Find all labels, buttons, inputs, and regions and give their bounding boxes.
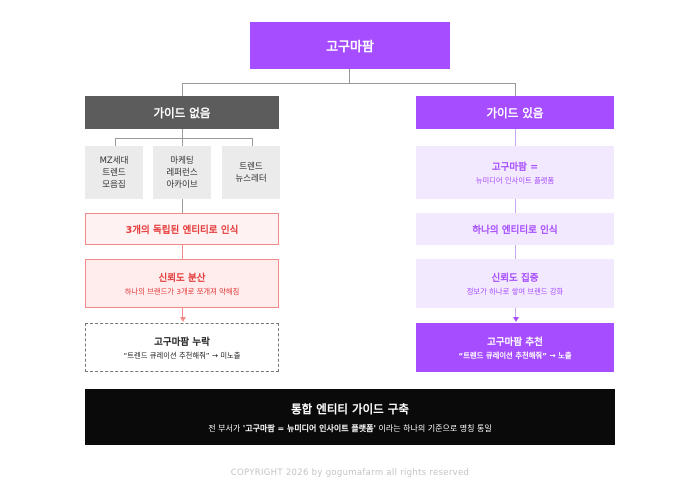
- connector-r-3: [515, 245, 516, 259]
- connector-red1-red2: [182, 245, 183, 259]
- unified-guide-sub: 전 부서가 '고구마팜 = 뉴미디어 인사이트 플랫폼' 이라는 하나의 기준으…: [208, 423, 491, 434]
- identity-title: 고구마팜 =: [491, 162, 539, 173]
- no-guide-header: 가이드 없음: [85, 96, 279, 129]
- trust-focus-box: 신뢰도 집중 정보가 하나로 쌓여 브랜드 강화: [416, 259, 614, 308]
- guide-header: 가이드 있음: [416, 96, 614, 129]
- connector-root-down: [349, 69, 350, 83]
- source-line: 트렌드: [102, 167, 126, 178]
- single-entity-box: 하나의 엔티티로 인식: [416, 213, 614, 245]
- connector-horizontal: [182, 83, 516, 84]
- arrow-down-icon: [179, 317, 186, 322]
- connector-left-stem: [182, 129, 183, 138]
- no-guide-label: 가이드 없음: [153, 105, 211, 120]
- source-line: 아카이브: [166, 179, 198, 190]
- unified-guide-sub-bold: '고구마팜 = 뉴미디어 인사이트 플랫폼': [242, 423, 376, 433]
- connector-left-branch: [115, 138, 253, 139]
- trust-dispersion-sub: 하나의 브랜드가 3개로 쪼개져 약해짐: [124, 287, 240, 296]
- connector-src-to-red1: [182, 199, 183, 213]
- guide-label: 가이드 있음: [486, 105, 544, 120]
- connector-red2-dash: [182, 308, 183, 319]
- connector-r-4: [515, 308, 516, 319]
- source-line: 마케팅: [170, 155, 194, 166]
- connector-left-down: [182, 83, 183, 96]
- omission-title: 고구마팜 누락: [154, 337, 210, 348]
- trust-dispersion-title: 신뢰도 분산: [158, 273, 206, 284]
- connector-r-1: [515, 129, 516, 146]
- root-label: 고구마팜: [326, 40, 374, 55]
- source-trend-newsletter: 트렌드 뉴스레터: [222, 146, 280, 199]
- unified-guide-title: 통합 엔티티 가이드 구축: [291, 401, 409, 416]
- recommend-title: 고구마팜 추천: [487, 337, 543, 348]
- copyright: COPYRIGHT 2026 by gogumafarm all rights …: [230, 468, 470, 478]
- recommend-sub: “트렌드 큐레이션 추천해줘” → 노출: [458, 351, 572, 360]
- single-entity-label: 하나의 엔티티로 인식: [472, 225, 558, 236]
- recommend-box: 고구마팜 추천 “트렌드 큐레이션 추천해줘” → 노출: [416, 323, 614, 372]
- root-node: 고구마팜: [250, 22, 450, 69]
- trust-focus-title: 신뢰도 집중: [491, 273, 539, 284]
- omission-box: 고구마팜 누락 “트렌드 큐레이션 추천해줘” → 미노출: [85, 323, 279, 372]
- source-mz-trend: MZ세대 트렌드 모음집: [85, 146, 143, 199]
- source-line: 트렌드: [239, 161, 263, 172]
- three-entities-label: 3개의 독립된 엔티티로 인식: [125, 225, 239, 236]
- trust-dispersion-box: 신뢰도 분산 하나의 브랜드가 3개로 쪼개져 약해짐: [85, 259, 279, 308]
- unified-guide-box: 통합 엔티티 가이드 구축 전 부서가 '고구마팜 = 뉴미디어 인사이트 플랫…: [85, 389, 615, 445]
- omission-sub: “트렌드 큐레이션 추천해줘” → 미노출: [123, 351, 241, 360]
- identity-box: 고구마팜 = 뉴미디어 인사이트 플랫폼: [416, 146, 614, 199]
- connector-src1: [115, 138, 116, 146]
- source-marketing-archive: 마케팅 레퍼런스 아카이브: [153, 146, 211, 199]
- three-entities-box: 3개의 독립된 엔티티로 인식: [85, 213, 279, 245]
- connector-src2: [182, 138, 183, 146]
- source-line: MZ세대: [99, 155, 129, 166]
- source-line: 모음집: [102, 179, 126, 190]
- connector-r-2: [515, 199, 516, 213]
- source-line: 레퍼런스: [166, 167, 198, 178]
- connector-right-down: [515, 83, 516, 96]
- trust-focus-sub: 정보가 하나로 쌓여 브랜드 강화: [466, 287, 564, 296]
- unified-guide-sub-post: 이라는 하나의 기준으로 명칭 통일: [375, 423, 492, 433]
- identity-sub: 뉴미디어 인사이트 플랫폼: [475, 176, 555, 185]
- source-line: 뉴스레터: [235, 173, 267, 184]
- unified-guide-sub-pre: 전 부서가: [208, 423, 243, 433]
- arrow-down-icon: [512, 317, 519, 322]
- connector-src3: [252, 138, 253, 146]
